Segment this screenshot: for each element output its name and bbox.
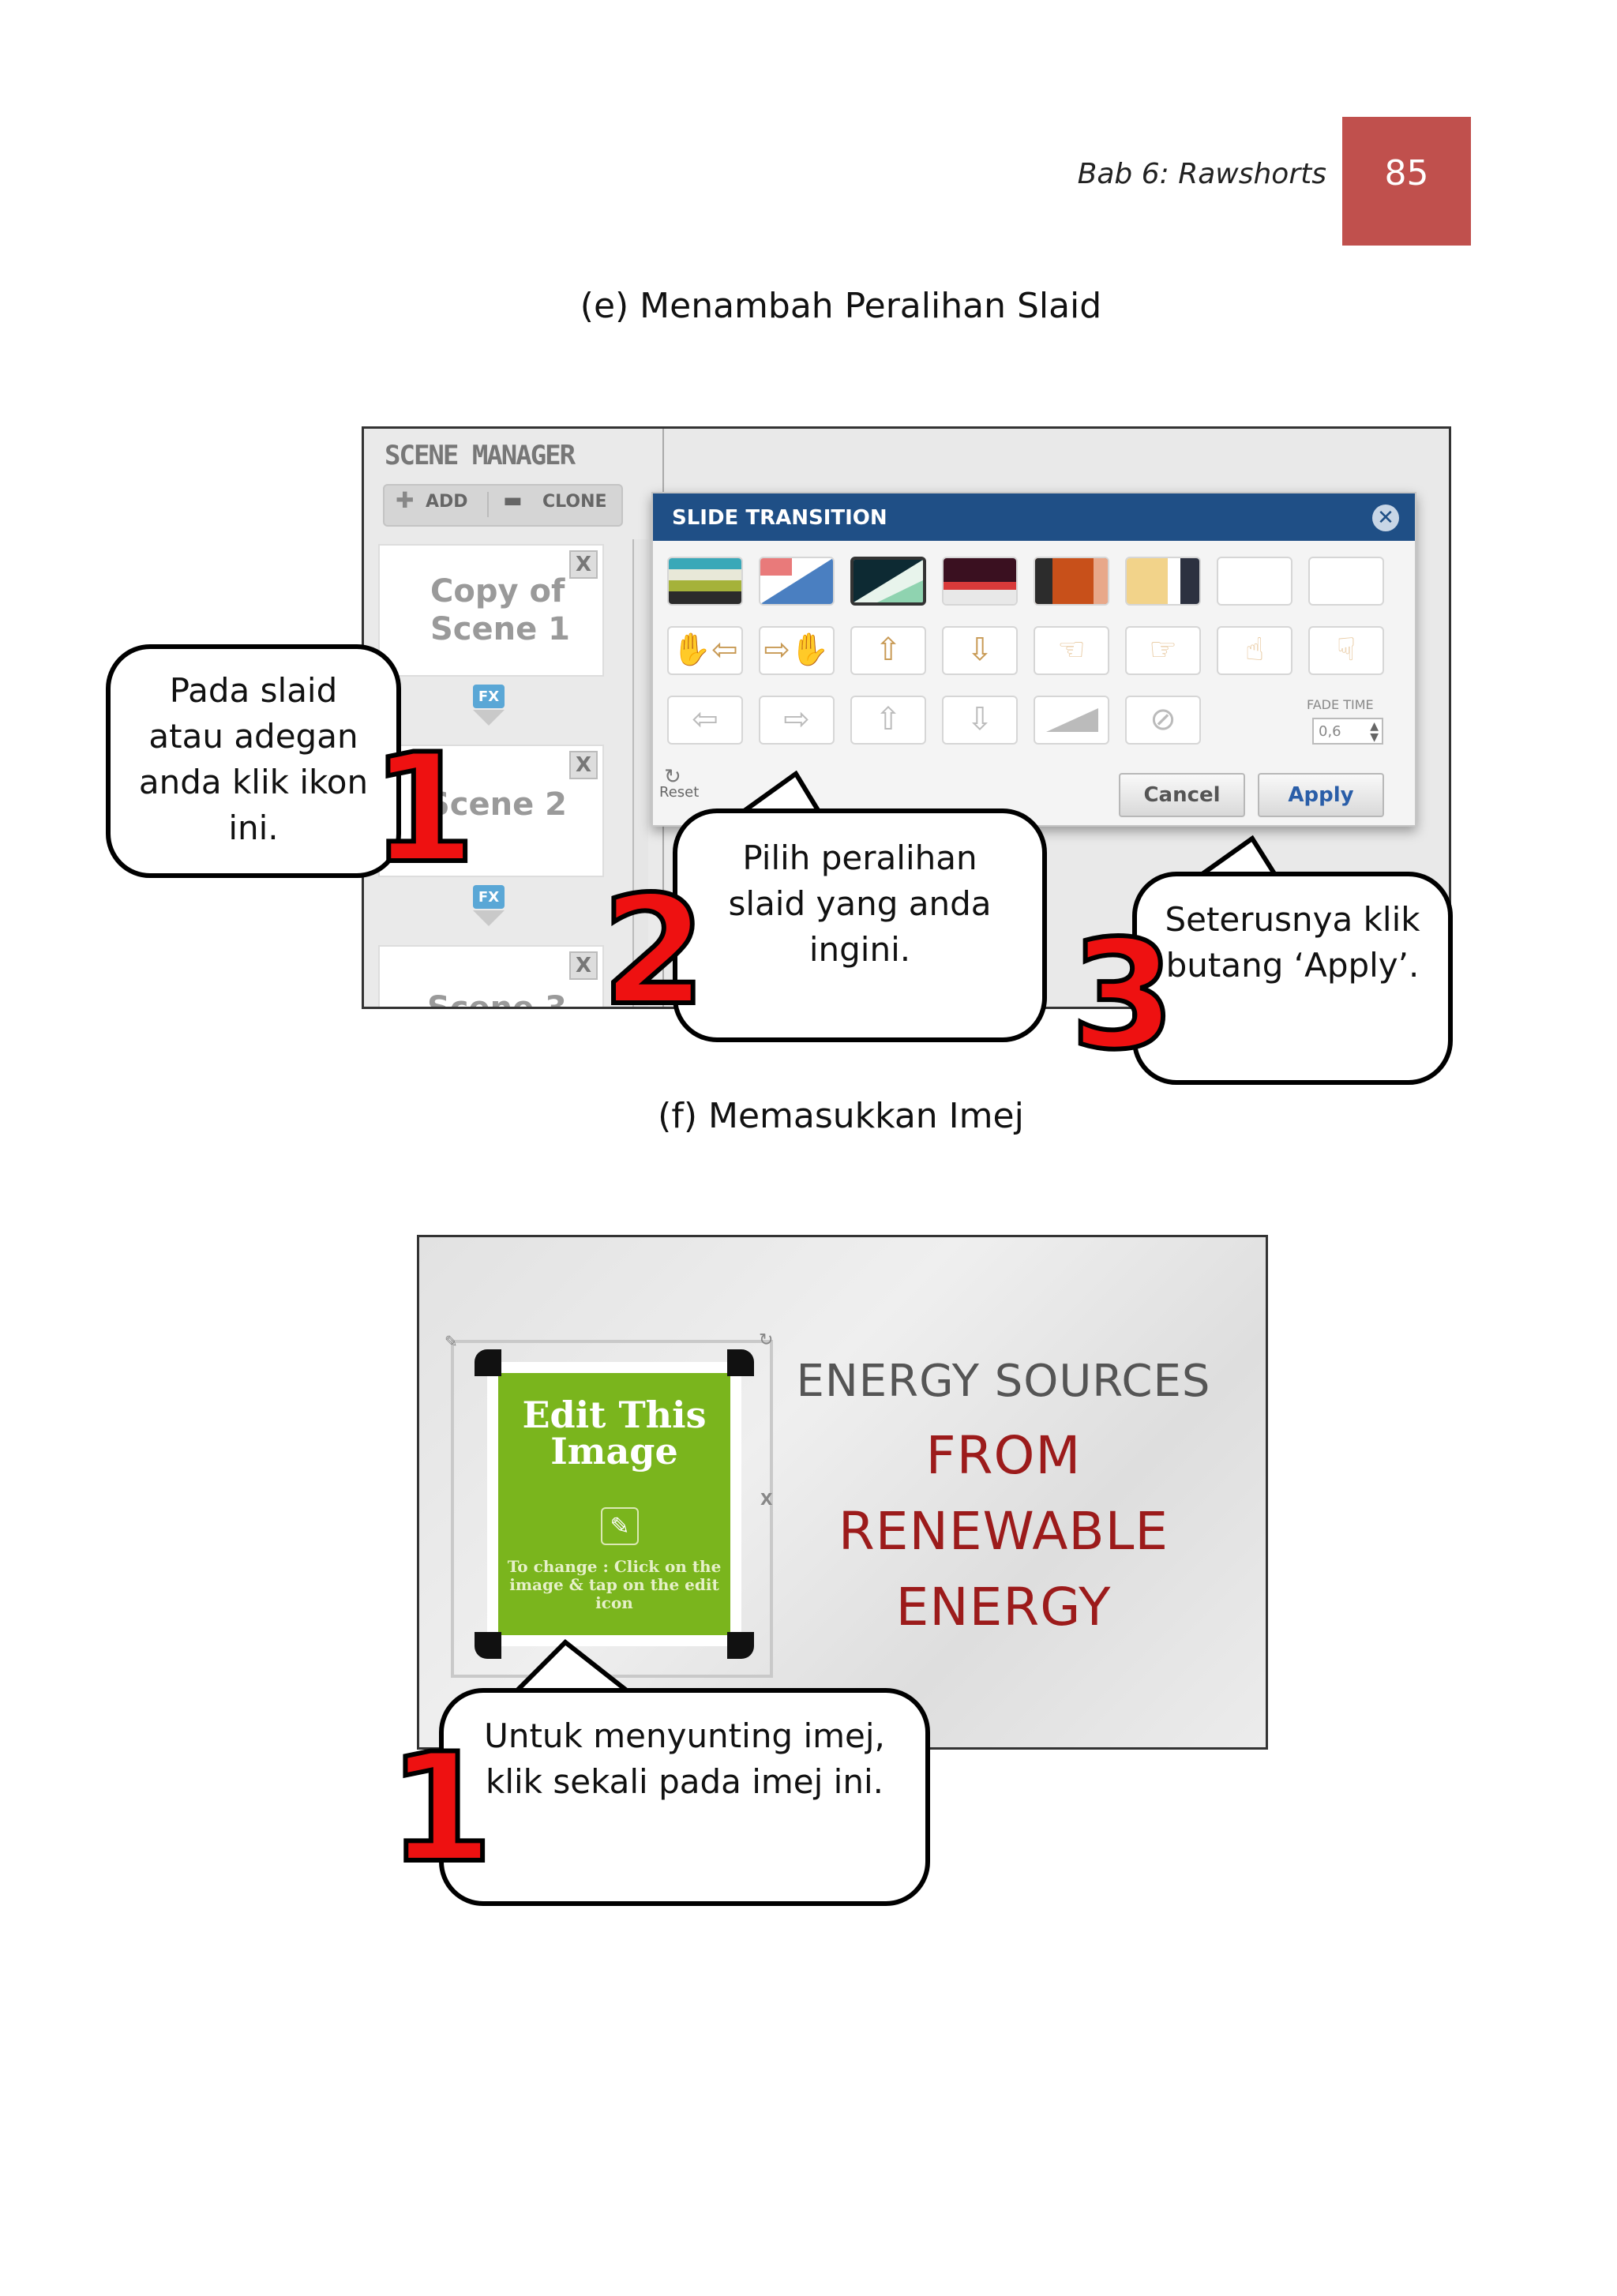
arrow-down-icon bbox=[473, 710, 505, 726]
step-number: 3 bbox=[1068, 908, 1177, 1082]
transition-option-selected[interactable] bbox=[850, 557, 926, 606]
dialog-title: SLIDE TRANSITION bbox=[672, 506, 887, 530]
callout-pointer bbox=[1192, 835, 1282, 881]
apply-button[interactable]: Apply bbox=[1258, 773, 1384, 817]
frame-corner bbox=[475, 1632, 501, 1659]
page-number: 85 bbox=[1342, 117, 1471, 246]
plus-icon: ✚ bbox=[396, 487, 415, 513]
frame-corner bbox=[727, 1632, 754, 1659]
hand-left-icon[interactable]: ✋⇦ bbox=[667, 626, 743, 675]
fx-transition-icon[interactable]: FX bbox=[473, 885, 505, 909]
slide-transition-dialog: SLIDE TRANSITION ✕ bbox=[651, 492, 1416, 827]
delete-scene-button[interactable]: X bbox=[569, 751, 598, 779]
edit-handle-icon[interactable]: ✎ bbox=[445, 1332, 458, 1351]
rotate-icon[interactable]: ↻ bbox=[759, 1330, 774, 1350]
fx-transition-icon[interactable]: FX bbox=[473, 685, 505, 708]
transition-option[interactable] bbox=[1308, 557, 1384, 606]
clone-scene-button[interactable]: CLONE bbox=[542, 492, 607, 512]
transition-option[interactable] bbox=[759, 557, 835, 606]
image-editor-screenshot: ✎ ↻ X Edit This Image ✎ To change : Clic… bbox=[417, 1235, 1268, 1750]
scene-manager-title: SCENE MANAGER bbox=[385, 440, 576, 471]
dialog-header: SLIDE TRANSITION ✕ bbox=[653, 493, 1415, 541]
step-number: 1 bbox=[386, 1721, 495, 1896]
headline-line3: RENEWABLE bbox=[838, 1501, 1169, 1562]
transition-option[interactable] bbox=[667, 557, 743, 606]
slide-left-icon[interactable]: ⇦ bbox=[667, 696, 743, 745]
frame-corner bbox=[727, 1349, 754, 1376]
step-number: 1 bbox=[369, 722, 478, 896]
pencil-icon[interactable]: ✎ bbox=[601, 1507, 639, 1545]
hand-down-icon[interactable]: ⇩ bbox=[942, 626, 1018, 675]
hand-right-icon[interactable]: ⇨✋ bbox=[759, 626, 835, 675]
finger-down-icon[interactable]: ☟ bbox=[1308, 626, 1384, 675]
finger-right-icon[interactable]: ☞ bbox=[1125, 626, 1201, 675]
scene-card[interactable]: Scene 3 X bbox=[378, 945, 604, 1009]
add-scene-button[interactable]: ADD bbox=[426, 492, 468, 512]
stepper-icon[interactable]: ▲▼ bbox=[1370, 720, 1379, 744]
edit-image-placeholder[interactable]: Edit This Image ✎ To change : Click on t… bbox=[487, 1362, 741, 1646]
scene-label: Scene 2 bbox=[427, 786, 568, 823]
transition-option[interactable] bbox=[1217, 557, 1292, 606]
callout-step1: Pada slaid atau adegan anda klik ikon in… bbox=[106, 644, 401, 878]
headline-line4: ENERGY bbox=[895, 1577, 1112, 1638]
toolbar-divider bbox=[487, 492, 489, 517]
callout-step3: Seterusnya klik butang ‘Apply’. bbox=[1132, 872, 1453, 1085]
section-caption-f: (f) Memasukkan Imej bbox=[658, 1096, 1024, 1136]
fade-transition-icon[interactable] bbox=[1034, 696, 1109, 745]
finger-left-icon[interactable]: ☜ bbox=[1034, 626, 1109, 675]
scene-label: Copy of Scene 1 bbox=[430, 573, 571, 647]
scene-card[interactable]: Scene 2 X bbox=[378, 745, 604, 877]
section-caption-e: (e) Menambah Peralihan Slaid bbox=[580, 286, 1102, 326]
headline-line2: FROM bbox=[925, 1425, 1082, 1486]
slide-up-icon[interactable]: ⇧ bbox=[850, 696, 926, 745]
slide-down-icon[interactable]: ⇩ bbox=[942, 696, 1018, 745]
clone-icon: ▬ bbox=[503, 489, 523, 512]
fade-time-label: FADE TIME bbox=[1307, 697, 1374, 712]
placeholder-note: To change : Click on the image & tap on … bbox=[507, 1557, 722, 1612]
hand-up-icon[interactable]: ⇧ bbox=[850, 626, 926, 675]
scene-label: Scene 3 bbox=[427, 990, 568, 1009]
close-icon[interactable]: ✕ bbox=[1372, 505, 1399, 531]
frame-corner bbox=[475, 1349, 501, 1376]
delete-scene-button[interactable]: X bbox=[569, 951, 598, 980]
callout-pointer bbox=[513, 1639, 636, 1694]
placeholder-title: Edit This Image bbox=[522, 1394, 707, 1473]
fade-time-input[interactable]: 0,6 ▲▼ bbox=[1312, 718, 1383, 745]
delete-image-button[interactable]: X bbox=[760, 1490, 773, 1509]
scene-manager-screenshot: SCENE MANAGER ✚ ADD ▬ CLONE Copy of Scen… bbox=[362, 426, 1451, 1009]
scene-card[interactable]: Copy of Scene 1 X bbox=[378, 544, 604, 677]
callout-image-step: Untuk menyunting imej, klik sekali pada … bbox=[439, 1688, 930, 1906]
chapter-title: Bab 6: Rawshorts bbox=[1077, 158, 1326, 190]
scene-manager-panel: SCENE MANAGER ✚ ADD ▬ CLONE Copy of Scen… bbox=[364, 429, 664, 1007]
transition-option[interactable] bbox=[942, 557, 1018, 606]
arrow-down-icon bbox=[473, 910, 505, 926]
delete-scene-button[interactable]: X bbox=[569, 550, 598, 579]
scene-toolbar: ✚ ADD ▬ CLONE bbox=[383, 484, 623, 527]
cancel-button[interactable]: Cancel bbox=[1119, 773, 1245, 817]
transition-option[interactable] bbox=[1034, 557, 1109, 606]
reset-label[interactable]: Reset bbox=[659, 784, 700, 801]
callout-pointer bbox=[734, 771, 826, 818]
callout-step2: Pilih peralihan slaid yang anda ingini. bbox=[673, 808, 1047, 1042]
step-number: 2 bbox=[599, 864, 708, 1038]
finger-up-icon[interactable]: ☝ bbox=[1217, 626, 1292, 675]
headline-line1: ENERGY SOURCES bbox=[796, 1356, 1211, 1407]
transition-option[interactable] bbox=[1125, 557, 1201, 606]
slide-right-icon[interactable]: ⇨ bbox=[759, 696, 835, 745]
reset-icon[interactable]: ↻ bbox=[664, 765, 681, 789]
no-transition-icon[interactable]: ⊘ bbox=[1125, 696, 1201, 745]
scene-list-scrollbar[interactable] bbox=[632, 539, 648, 1007]
